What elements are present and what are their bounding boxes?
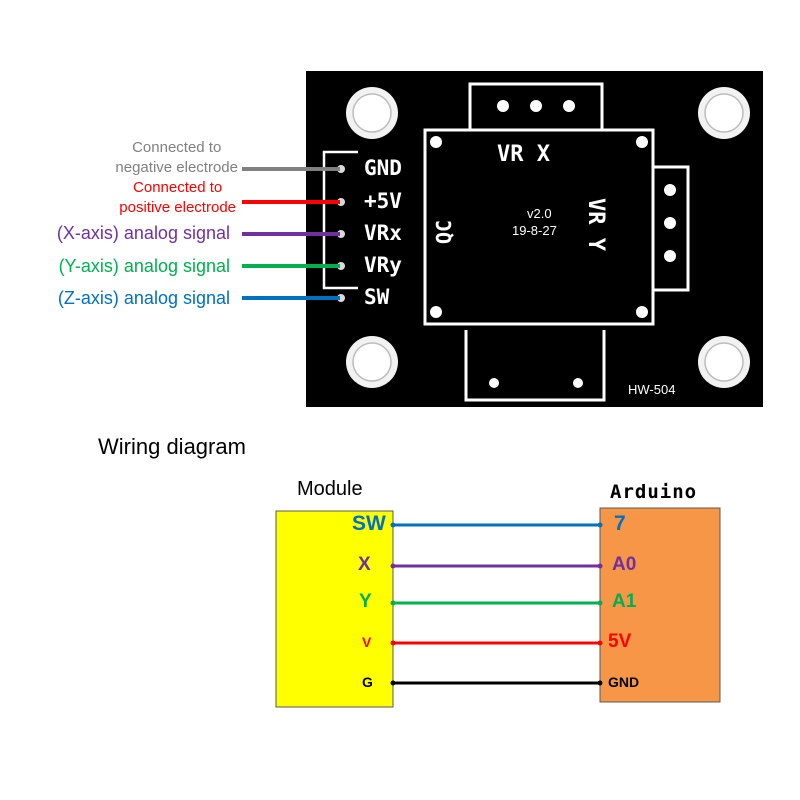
model-label: HW-504 [628, 382, 676, 397]
pin-header-outline [322, 150, 358, 290]
annotation-label-2: (X-axis) analog signal [56, 223, 230, 243]
wire-endpoint [597, 680, 603, 686]
wire-endpoint [390, 680, 396, 686]
wire-endpoint [390, 522, 396, 528]
wire-endpoint [597, 522, 603, 528]
wire-endpoint [597, 563, 603, 569]
module-pin-sw: SW [352, 511, 386, 535]
arduino-label: Arduino [610, 481, 698, 503]
pcb-pin-label-vry: VRy [364, 253, 402, 277]
mounting-hole-bottom-right [698, 336, 750, 388]
vry-pot-outline [653, 165, 690, 292]
version-label: v2.0 [527, 206, 552, 221]
arduino-pin-7: 7 [614, 511, 626, 535]
arduino-pin-gnd: GND [608, 674, 640, 691]
arduino-pin-a1: A1 [612, 591, 637, 613]
mounting-hole-top-left [346, 87, 398, 139]
arduino-box [599, 507, 721, 703]
switch-outline [464, 330, 606, 402]
module-pin-v: V [362, 634, 372, 651]
arduino-pin-a0: A0 [612, 554, 637, 576]
mounting-hole-bottom-left [346, 336, 398, 388]
mounting-hole-top-right [698, 87, 750, 139]
vrx-label: VR X [497, 142, 550, 167]
pcb-pin-label-gnd: GND [364, 156, 402, 180]
pcb-pin-label-vrx: VRx [364, 221, 402, 245]
module-box [275, 510, 394, 708]
annotation-label-3: (Y-axis) analog signal [58, 256, 230, 276]
pcb-pin-label-sw: SW [364, 285, 390, 309]
annotation-label-1: Connected to positive electrode [119, 179, 236, 216]
arduino-pin-5v: 5V [608, 631, 632, 653]
wire-endpoint [390, 563, 396, 569]
module-pin-y: Y [359, 591, 372, 613]
wire-endpoint [390, 640, 396, 646]
annotation-label-0: Connected to negative electrode [115, 139, 238, 176]
annotation-label-4: (Z-axis) analog signal [57, 288, 230, 308]
pcb-pin-label-5v: +5V [364, 189, 402, 213]
module-pin-x: X [358, 554, 371, 576]
date-label: 19-8-27 [512, 223, 557, 238]
module-label: Module [297, 478, 363, 500]
vrx-pot-outline [468, 82, 604, 130]
joystick-outline [423, 128, 655, 326]
wire-endpoint [597, 600, 603, 606]
wire-endpoint [390, 600, 396, 606]
wire-endpoint [597, 640, 603, 646]
wiring-diagram-title: Wiring diagram [98, 434, 246, 459]
module-pin-g: G [362, 674, 373, 691]
